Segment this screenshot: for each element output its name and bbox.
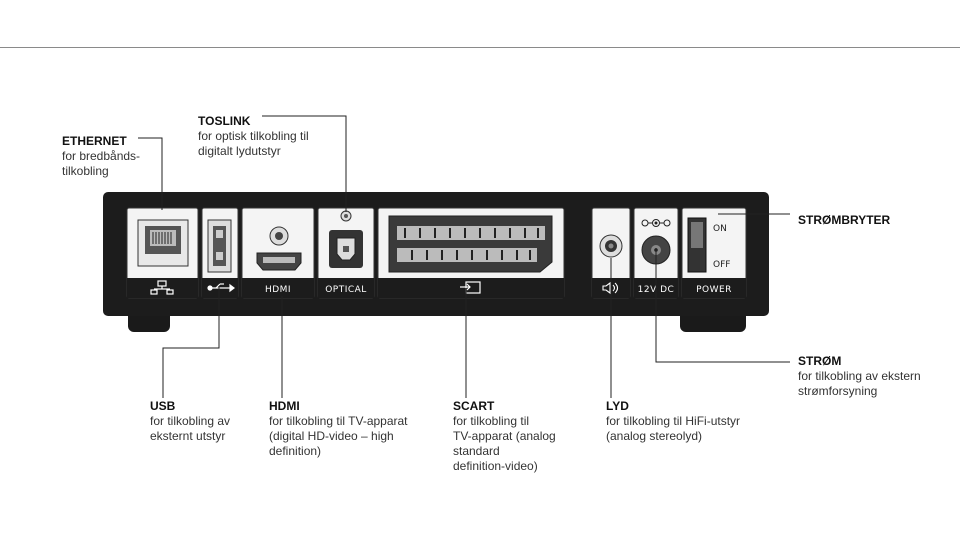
hdmi-port[interactable]: HDMI <box>241 207 315 299</box>
scart-callout: SCART for tilkobling til TV-apparat (ana… <box>453 399 556 474</box>
strombryter-callout: STRØMBRYTER <box>798 213 890 228</box>
power-switch[interactable]: ON OFF POWER <box>681 207 747 299</box>
strom-leader <box>655 248 790 363</box>
ethernet-desc: for bredbånds- tilkobling <box>62 149 141 178</box>
power-port-label: POWER <box>696 285 732 295</box>
strombryter-title: STRØMBRYTER <box>798 213 891 227</box>
lyd-title: LYD <box>606 399 629 413</box>
usb-title: USB <box>150 399 176 413</box>
strom-desc: for tilkobling av ekstern strømforsyning <box>798 369 921 398</box>
toslink-desc: for optisk tilkobling til digitalt lydut… <box>198 129 309 158</box>
usb-desc: for tilkobling av eksternt utstyr <box>150 414 231 443</box>
ethernet-title: ETHERNET <box>62 134 127 148</box>
dc-polarity-icon <box>641 219 671 227</box>
strom-callout: STRØM for tilkobling av ekstern strømfor… <box>798 354 921 399</box>
switch-on-label: ON <box>713 224 727 234</box>
optical-port-label: OPTICAL <box>325 285 367 295</box>
scart-title: SCART <box>453 399 495 413</box>
leader-lines <box>138 115 790 398</box>
network-icon <box>150 280 174 295</box>
header-rule <box>0 47 960 48</box>
hdmi-title: HDMI <box>269 399 300 413</box>
strom-title: STRØM <box>798 354 842 368</box>
hdmi-desc: for tilkobling til TV-apparat (digital H… <box>269 414 408 458</box>
toslink-leader <box>262 115 347 212</box>
ethernet-callout: ETHERNET for bredbånds- tilkobling <box>62 134 140 179</box>
usb-port[interactable] <box>201 207 239 299</box>
usb-icon <box>207 283 235 293</box>
toslink-title: TOSLINK <box>198 114 251 128</box>
audio-port[interactable] <box>591 207 631 299</box>
hdmi-port-label: HDMI <box>265 285 291 295</box>
speaker-icon <box>602 281 619 295</box>
usb-leader <box>162 286 220 398</box>
toslink-callout: TOSLINK for optisk tilkobling til digita… <box>198 114 309 159</box>
ethernet-leader <box>138 137 163 210</box>
optical-port[interactable]: OPTICAL <box>317 207 375 299</box>
lyd-desc: for tilkobling til HiFi-utstyr (analog s… <box>606 414 741 443</box>
ethernet-port[interactable] <box>126 207 199 299</box>
usb-callout: USB for tilkobling av eksternt utstyr <box>150 399 230 444</box>
switch-off-label: OFF <box>713 260 730 270</box>
lyd-callout: LYD for tilkobling til HiFi-utstyr (anal… <box>606 399 740 444</box>
hdmi-callout: HDMI for tilkobling til TV-apparat (digi… <box>269 399 408 459</box>
scart-port[interactable] <box>377 207 565 299</box>
scart-desc: for tilkobling til TV-apparat (analog st… <box>453 414 556 473</box>
scart-icon <box>460 281 481 294</box>
